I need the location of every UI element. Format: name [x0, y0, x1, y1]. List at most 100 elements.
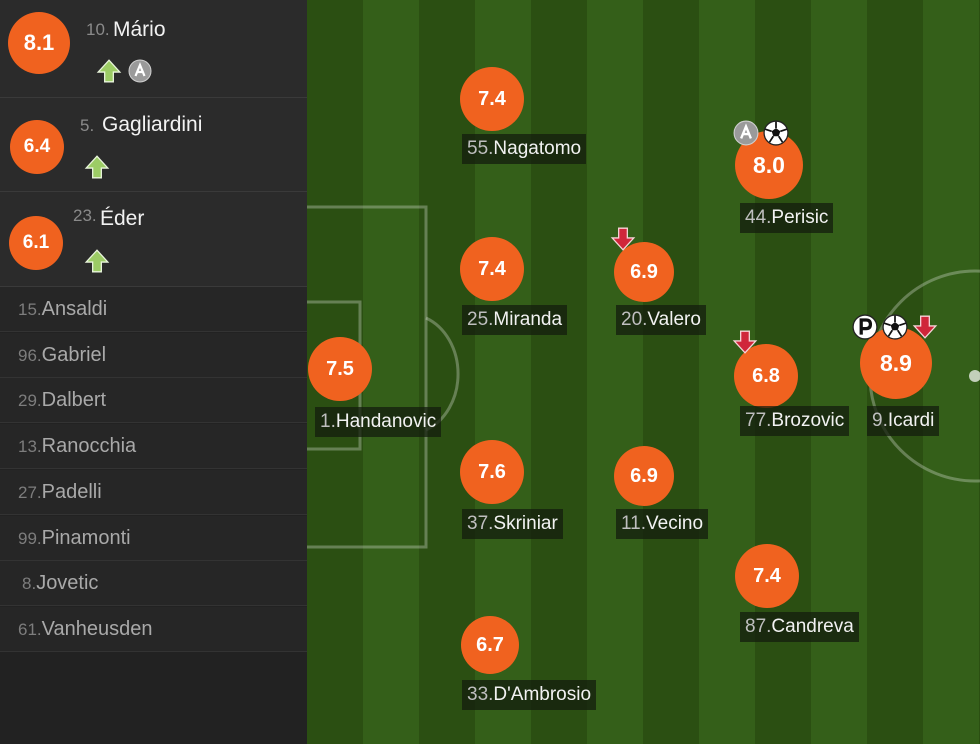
goal-ball-icon [763, 120, 789, 151]
bench-player-row[interactable]: 13.Ranocchia [0, 424, 307, 470]
event-icons [852, 314, 938, 345]
rating-badge: 7.6 [460, 440, 524, 504]
substitutes-panel: 8.1 10.Mário 6.4 5. Gagliardini 6.1 23.Éder 15.… [0, 0, 307, 744]
player-number: 33. [467, 684, 494, 705]
substitute-row[interactable]: 6.4 5. Gagliardini [0, 98, 307, 192]
bench-player-row[interactable]: 61.Vanheusden [0, 606, 307, 652]
player-name: Icardi [887, 410, 935, 431]
player-number: 99. [18, 528, 42, 548]
event-icons [84, 154, 110, 185]
assist-icon [128, 59, 152, 88]
rating-badge: 7.4 [460, 237, 524, 301]
player-number: 10. [86, 20, 110, 39]
sub-out-arrow-icon [610, 226, 636, 257]
player-name: Perisic [771, 207, 829, 228]
sub-out-arrow-icon [732, 329, 758, 360]
player-name: Ranocchia [41, 435, 137, 458]
player-number: 96. [18, 345, 42, 365]
player-name: Brozovic [771, 410, 845, 431]
player-name: Jovetic [36, 572, 99, 595]
event-icons [84, 248, 110, 279]
event-icons [610, 226, 636, 257]
substitute-row[interactable]: 8.1 10.Mário [0, 0, 307, 98]
sub-out-arrow-icon [912, 314, 938, 345]
bench-player-row[interactable]: 27.Padelli [0, 469, 307, 515]
bench-player-row[interactable]: 8.Jovetic [0, 561, 307, 607]
player-number: 8. [22, 574, 37, 594]
player-number: 25. [467, 309, 494, 330]
rating-badge: 8.1 [8, 12, 70, 74]
player-number: 13. [18, 437, 42, 457]
event-icons [732, 329, 758, 360]
player-number: 9. [872, 410, 888, 431]
player-label: 37.Skriniar [462, 509, 563, 539]
player-name: Skriniar [493, 513, 558, 534]
player-name: Valero [647, 309, 701, 330]
player-name: Pinamonti [41, 526, 131, 549]
bench-player-row[interactable]: 96.Gabriel [0, 332, 307, 378]
rating-badge: 7.4 [460, 67, 524, 131]
player-name: Mário [113, 18, 166, 41]
player-number: 77. [745, 410, 772, 431]
rating-badge: 6.8 [734, 344, 798, 408]
player-number: 44. [745, 207, 772, 228]
rating-badge: 8.9 [860, 327, 932, 399]
player-name: Padelli [41, 480, 102, 503]
player-name: Ansaldi [41, 298, 108, 320]
sub-in-arrow-icon [96, 58, 122, 89]
sub-in-arrow-icon [84, 248, 110, 279]
center-spot [969, 370, 980, 382]
player-name: Handanovic [335, 411, 437, 432]
player-name: Vanheusden [41, 617, 153, 640]
rating-badge: 6.7 [461, 616, 519, 674]
rating-badge: 7.4 [735, 544, 799, 608]
player-label: 20.Valero [616, 305, 706, 335]
player-number: 11. [621, 513, 647, 534]
player-label: 9.Icardi [867, 406, 940, 436]
player-number: 27. [18, 482, 42, 502]
player-label: 11.Vecino [616, 509, 709, 539]
penalty-area [307, 205, 428, 549]
player-name: Dalbert [41, 389, 107, 412]
player-name: Vecino [646, 513, 704, 534]
assist-icon [733, 120, 759, 151]
player-number: 23. [73, 206, 97, 225]
player-number: 61. [18, 619, 42, 639]
player-name: Miranda [493, 309, 563, 330]
event-icons [733, 120, 789, 151]
player-label: 44.Perisic [740, 203, 834, 233]
player-label: 1.Handanovic [315, 407, 442, 437]
player-number: 5. [80, 116, 95, 135]
rating-badge: 6.1 [9, 216, 63, 270]
player-label: 87.Candreva [740, 612, 859, 642]
rating-badge: 6.4 [10, 120, 64, 174]
player-number: 15. [18, 300, 42, 319]
player-label: 55.Nagatomo [462, 134, 587, 164]
substitute-row[interactable]: 6.1 23.Éder [0, 192, 307, 287]
player-name: Nagatomo [493, 138, 582, 159]
penalty-goal-icon [852, 314, 878, 345]
player-number: 1. [320, 411, 336, 432]
bench-player-row[interactable]: 15.Ansaldi [0, 287, 307, 332]
player-label: 77.Brozovic [740, 406, 850, 436]
goal-ball-icon [882, 314, 908, 345]
player-number: 29. [18, 391, 42, 411]
player-name: Candreva [771, 616, 854, 637]
rating-badge: 6.9 [614, 242, 674, 302]
bench-player-row[interactable]: 99.Pinamonti [0, 515, 307, 561]
sub-in-arrow-icon [84, 154, 110, 185]
event-icons [96, 58, 152, 89]
bench-player-row[interactable]: 29.Dalbert [0, 378, 307, 424]
player-name: Gabriel [41, 343, 107, 366]
player-label: 25.Miranda [462, 305, 568, 335]
rating-badge: 6.9 [614, 446, 674, 506]
player-name: Gagliardini [102, 113, 203, 136]
rating-badge: 7.5 [308, 337, 372, 401]
player-number: 55. [467, 138, 494, 159]
player-name: Éder [100, 207, 145, 230]
player-number: 87. [745, 616, 772, 637]
player-name: D'Ambrosio [493, 684, 592, 705]
player-number: 37. [467, 513, 494, 534]
player-number: 20. [621, 309, 648, 330]
